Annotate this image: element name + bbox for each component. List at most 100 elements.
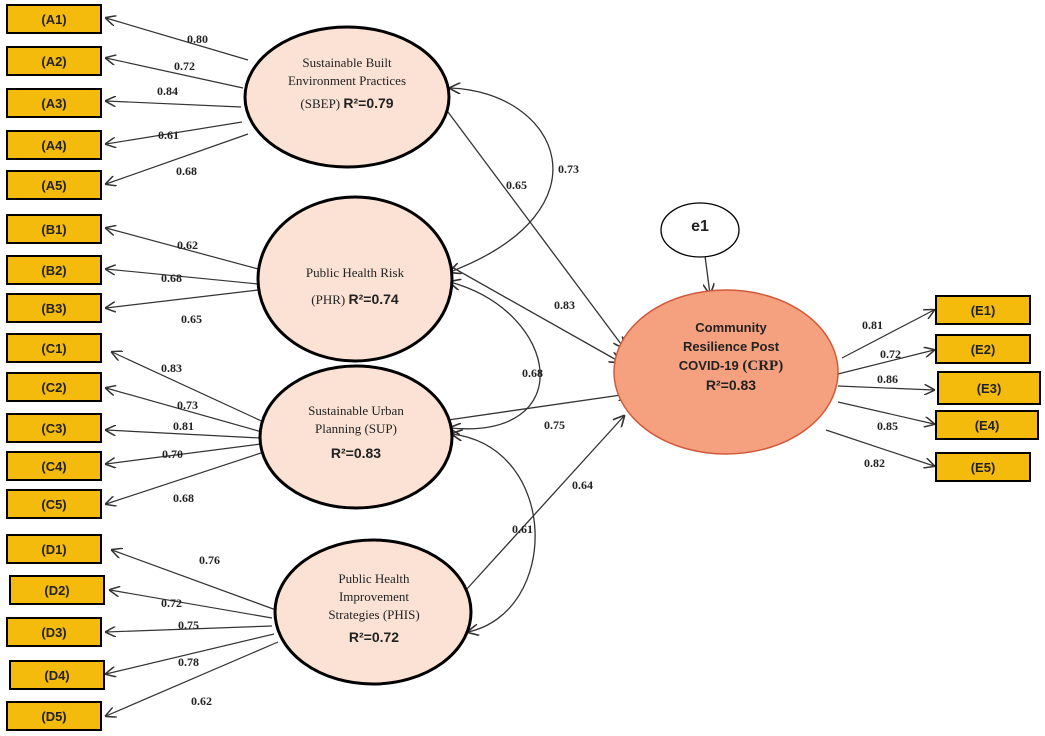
corr-coef-sup-phis: 0.61 bbox=[512, 522, 533, 536]
label-e1: e1 bbox=[691, 218, 709, 235]
loading-c4: 0.70 bbox=[162, 447, 183, 461]
sup-title-line1: Sustainable Urban bbox=[308, 403, 404, 418]
structural-paths bbox=[447, 111, 710, 591]
loading-line-e4 bbox=[837, 401, 934, 424]
indicator-d4: (D4) bbox=[9, 660, 105, 690]
error-e1 bbox=[660, 202, 740, 258]
sbep-title-line2: Environment Practices bbox=[287, 73, 407, 88]
sbep-abbr: (SBEP) bbox=[300, 96, 341, 111]
corr-coef-phr-sup: 0.68 bbox=[522, 366, 543, 380]
loading-line-b1 bbox=[106, 228, 263, 271]
path-coef-phis-crp: 0.64 bbox=[572, 478, 593, 492]
crp-title-line3a: COVID-19 bbox=[678, 358, 743, 373]
path-phr-crp bbox=[449, 265, 620, 362]
path-coef-phr-crp: 0.83 bbox=[554, 298, 575, 312]
loading-c1: 0.83 bbox=[161, 361, 182, 375]
corr-phr-sup bbox=[450, 282, 541, 429]
construct-phr bbox=[256, 195, 454, 363]
indicator-c3: (C3) bbox=[6, 413, 102, 443]
label-phr: Public Health Risk (PHR) R²=0.74 bbox=[275, 264, 435, 309]
construct-sup bbox=[258, 364, 454, 510]
loading-e3: 0.86 bbox=[877, 372, 898, 386]
indicator-c2: (C2) bbox=[6, 372, 102, 402]
phr-abbr: (PHR) bbox=[311, 292, 346, 307]
sbep-r2: R²=0.79 bbox=[343, 95, 394, 111]
loading-line-d2 bbox=[110, 590, 273, 619]
loading-lines-phr bbox=[106, 228, 263, 308]
loading-line-c3 bbox=[106, 430, 261, 439]
loading-lines-crp bbox=[825, 310, 934, 466]
indicator-b1: (B1) bbox=[6, 214, 102, 244]
loading-lines-phis bbox=[106, 550, 279, 716]
loading-a5: 0.68 bbox=[176, 164, 197, 178]
indicator-e1: (E1) bbox=[935, 295, 1031, 325]
loading-line-a5 bbox=[106, 133, 249, 184]
crp-title-line2: Resilience Post bbox=[682, 339, 780, 354]
construct-crp bbox=[613, 289, 839, 455]
sup-title-line2: Planning (SUP) bbox=[315, 421, 397, 436]
indicator-d3: (D3) bbox=[6, 617, 102, 647]
phis-title-line2: Improvement bbox=[338, 589, 410, 604]
path-sup-crp bbox=[447, 394, 628, 421]
corr-sup-phis bbox=[452, 434, 536, 632]
loading-line-c5 bbox=[106, 451, 265, 504]
loading-e2: 0.72 bbox=[880, 347, 901, 361]
corr-sbep-phr bbox=[450, 88, 554, 272]
loading-line-c4 bbox=[106, 443, 262, 464]
indicator-a2: (A2) bbox=[6, 46, 102, 76]
phr-r2: R²=0.74 bbox=[348, 291, 399, 307]
indicator-c1: (C1) bbox=[6, 333, 102, 363]
loading-lines-sbep bbox=[106, 18, 249, 184]
indicator-c4: (C4) bbox=[6, 451, 102, 481]
phis-title-line1: Public Health bbox=[338, 571, 410, 586]
loading-line-e3 bbox=[837, 386, 934, 390]
crp-abbr: (CRP) bbox=[742, 358, 784, 374]
loading-c2: 0.73 bbox=[177, 398, 198, 412]
loading-line-e1 bbox=[841, 310, 934, 359]
loading-line-d3 bbox=[106, 625, 273, 632]
indicator-d1: (D1) bbox=[6, 534, 102, 564]
loading-b3: 0.65 bbox=[181, 312, 202, 326]
loading-a1: 0.80 bbox=[187, 32, 208, 46]
sup-r2: R²=0.83 bbox=[330, 445, 382, 461]
crp-r2: R²=0.83 bbox=[705, 377, 757, 393]
indicator-a4: (A4) bbox=[6, 130, 102, 160]
loading-line-a3 bbox=[106, 101, 242, 108]
sbep-title-line1: Sustainable Built bbox=[302, 55, 392, 70]
indicator-a1: (A1) bbox=[6, 4, 102, 34]
loading-line-c1 bbox=[112, 352, 269, 425]
loading-d2: 0.72 bbox=[161, 596, 182, 610]
indicator-e4: (E4) bbox=[935, 410, 1039, 440]
loading-line-b2 bbox=[106, 269, 259, 285]
loading-c3: 0.81 bbox=[173, 419, 194, 433]
loading-line-a1 bbox=[106, 18, 249, 61]
path-e1-crp bbox=[705, 255, 710, 294]
loading-a3: 0.84 bbox=[157, 84, 178, 98]
loading-line-d4 bbox=[106, 633, 275, 674]
indicator-a5: (A5) bbox=[6, 170, 102, 200]
loading-a4: 0.61 bbox=[158, 128, 179, 142]
loading-c5: 0.68 bbox=[173, 491, 194, 505]
indicator-c5: (C5) bbox=[6, 489, 102, 519]
corr-coef-sbep-phr: 0.73 bbox=[558, 162, 579, 176]
loading-line-b3 bbox=[106, 289, 259, 308]
indicator-b2: (B2) bbox=[6, 255, 102, 285]
label-crp: Community Resilience Post COVID-19 (CRP)… bbox=[646, 318, 816, 395]
path-sbep-crp bbox=[447, 111, 624, 348]
path-coef-sbep-crp: 0.65 bbox=[506, 178, 527, 192]
path-phis-crp bbox=[465, 416, 624, 591]
phis-title-line3: Strategies (PHIS) bbox=[328, 607, 420, 622]
phr-title-line1: Public Health Risk bbox=[305, 265, 405, 280]
loading-line-a2 bbox=[106, 58, 244, 89]
crp-title-line1: Community bbox=[695, 320, 767, 335]
loading-line-e5 bbox=[825, 429, 934, 466]
loading-line-d1 bbox=[112, 550, 277, 611]
loading-a2: 0.72 bbox=[174, 59, 195, 73]
loading-d3: 0.75 bbox=[178, 618, 199, 632]
loading-line-d5 bbox=[106, 641, 279, 716]
loading-d5: 0.62 bbox=[191, 694, 212, 708]
indicator-e3: (E3) bbox=[937, 371, 1041, 405]
loading-d4: 0.78 bbox=[178, 655, 199, 669]
indicator-b3: (B3) bbox=[6, 293, 102, 323]
